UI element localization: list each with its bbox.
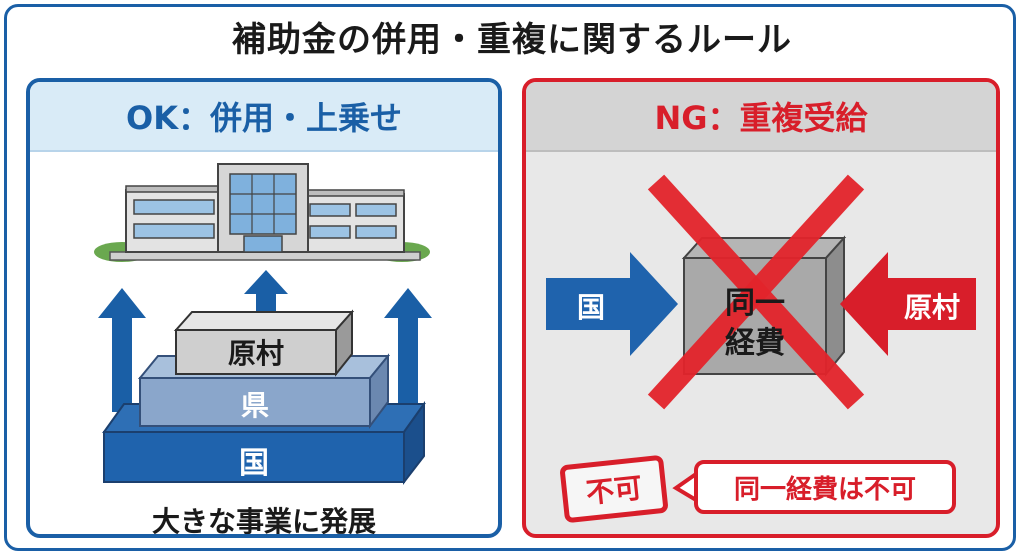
ng-panel-header: NG：重複受給 bbox=[526, 82, 996, 152]
up-arrow-icon bbox=[384, 288, 432, 412]
layer-label-top: 原村 bbox=[227, 337, 284, 370]
not-allowed-stamp: 不可 bbox=[559, 454, 669, 524]
page-title: 補助金の併用・重複に関するルール bbox=[232, 20, 792, 60]
up-arrow-icon bbox=[98, 288, 146, 412]
building-icon bbox=[94, 163, 430, 262]
layer-label-middle: 県 bbox=[240, 389, 269, 422]
box-label-line1: 同一 bbox=[725, 286, 785, 321]
cross-mark-icon bbox=[647, 174, 865, 410]
ok-diagram bbox=[94, 163, 432, 485]
layer-label-bottom: 国 bbox=[239, 446, 269, 481]
up-arrow-icon bbox=[244, 270, 288, 314]
right-arrow-icon bbox=[546, 252, 678, 356]
left-arrow-icon bbox=[840, 252, 976, 356]
arrow-label-haramura: 原村 bbox=[903, 291, 960, 324]
ng-diagram bbox=[546, 174, 976, 504]
ok-caption: 大きな事業に発展 bbox=[151, 505, 376, 538]
ng-panel: NG：重複受給 国 原村 同一 経費 不可 同一経費は不可 bbox=[522, 78, 1000, 538]
ok-panel: OK：併用・上乗せ bbox=[26, 78, 502, 538]
ok-panel-header: OK：併用・上乗せ bbox=[30, 82, 498, 152]
arrow-label-kuni: 国 bbox=[576, 291, 605, 324]
speech-bubble: 同一経費は不可 bbox=[694, 460, 956, 514]
bubble-tail bbox=[672, 470, 698, 504]
box-label-line2: 経費 bbox=[725, 326, 785, 361]
layer-block-haramura bbox=[173, 309, 355, 377]
